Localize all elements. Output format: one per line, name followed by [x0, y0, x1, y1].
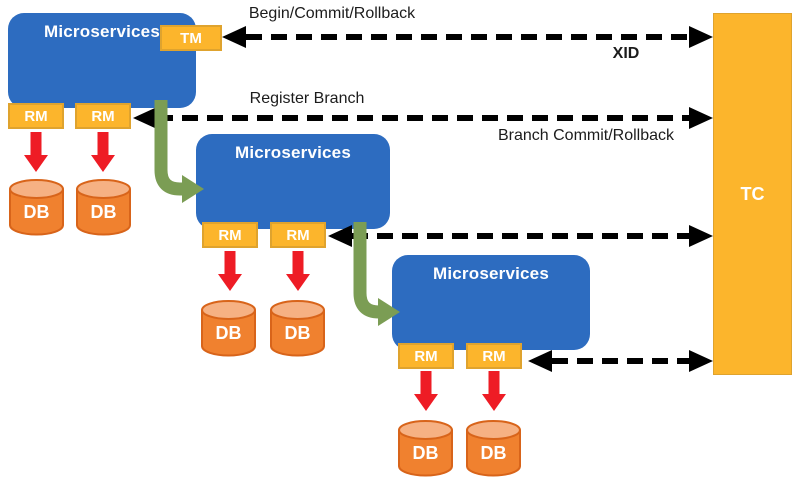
label-branch-commit-rollback: Branch Commit/Rollback: [497, 127, 675, 144]
red-db-arrow: [414, 371, 506, 411]
microservice-label: Microservices: [432, 264, 549, 283]
db-cylinder: DB: [465, 419, 522, 477]
db-shape: [76, 179, 131, 236]
rm-badge: RM: [466, 343, 522, 369]
db-label: DB: [412, 443, 439, 463]
dashed-arrow-rm3-tc: [528, 350, 713, 372]
db-cylinder: DB: [75, 178, 132, 236]
db-label: DB: [284, 323, 311, 343]
rm-label: RM: [24, 107, 48, 125]
db-label: DB: [215, 323, 242, 343]
db-cylinder: DB: [269, 299, 326, 357]
red-db-arrow: [218, 251, 310, 291]
db-label: DB: [90, 202, 117, 222]
rm-label: RM: [482, 347, 506, 365]
rm-badge: RM: [202, 222, 258, 248]
tc-label: TC: [740, 183, 765, 204]
db-label: DB: [23, 202, 50, 222]
rm-label: RM: [218, 226, 242, 244]
tm-label: TM: [180, 29, 202, 47]
db-cylinder: DB: [200, 299, 257, 357]
db-shape: [9, 179, 64, 236]
label-register-branch: Register Branch: [249, 90, 365, 107]
rm-badge: RM: [398, 343, 454, 369]
db-label: DB: [480, 443, 507, 463]
rm-badge: RM: [270, 222, 326, 248]
red-db-arrow: [24, 132, 115, 172]
db-cylinder: DB: [8, 178, 65, 236]
dashed-arrow-register-branch: [133, 107, 713, 129]
rm-label: RM: [414, 347, 438, 365]
microservice-label: Microservices: [43, 22, 160, 41]
db-cylinder: DB: [397, 419, 454, 477]
microservice-box-3: Microservices: [392, 255, 590, 350]
db-shape: [466, 420, 521, 477]
label-begin-commit-rollback: Begin/Commit/Rollback: [248, 5, 416, 22]
db-shape: [270, 300, 325, 357]
tc-box: TC: [713, 13, 792, 375]
microservice-label: Microservices: [234, 143, 351, 162]
microservice-box-2: Microservices: [196, 134, 390, 229]
label-xid: XID: [612, 45, 640, 62]
rm-badge: RM: [75, 103, 131, 129]
db-shape: [398, 420, 453, 477]
tm-badge: TM: [160, 25, 222, 51]
db-shape: [201, 300, 256, 357]
dashed-arrow-rm2-tc: [328, 225, 713, 247]
rm-label: RM: [91, 107, 115, 125]
rm-badge: RM: [8, 103, 64, 129]
rm-label: RM: [286, 226, 310, 244]
